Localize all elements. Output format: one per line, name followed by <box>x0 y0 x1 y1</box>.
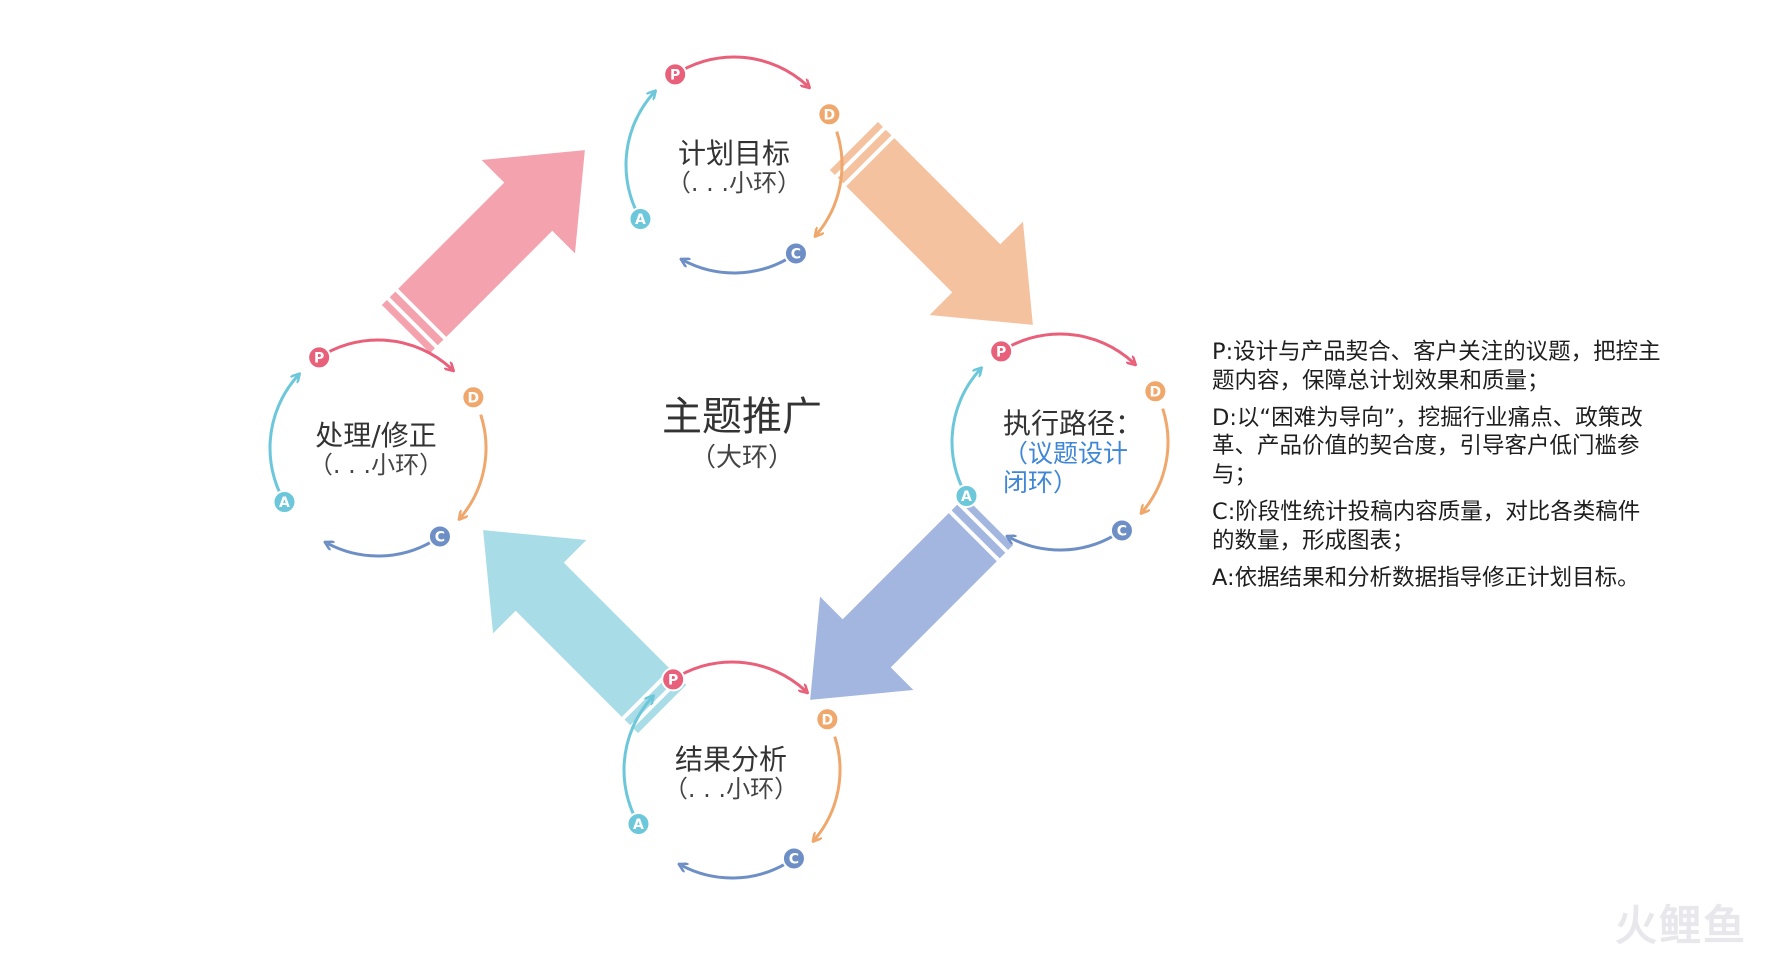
cycle-do-badge-d: D <box>1143 379 1168 404</box>
svg-text:C: C <box>435 529 445 545</box>
cycle-check-arc-c <box>681 862 787 880</box>
legend: P:设计与产品契合、客户关注的议题，把控主题内容，保障总计划效果和质量； D:以… <box>1212 338 1662 600</box>
cycle-plan-arc-c <box>683 257 789 275</box>
node-act-title: 处理/修正 <box>315 419 437 452</box>
cycle-do-arc-a <box>950 370 980 505</box>
cycle-do-badge-a: A <box>954 484 979 508</box>
cycle-check-badge-c: C <box>781 846 806 871</box>
arrow-to-check <box>810 496 1014 700</box>
node-plan-title: 计划目标 <box>677 137 790 170</box>
svg-text:D: D <box>824 107 836 123</box>
svg-text:C: C <box>789 851 799 867</box>
node-do-label: 执行路径： （议题设计 闭环） <box>1003 407 1153 498</box>
cycle-check-badge-p: P <box>661 667 686 692</box>
svg-text:A: A <box>635 212 646 228</box>
cycle-act-arc-c <box>327 540 433 558</box>
legend-item-a: A:依据结果和分析数据指导修正计划目标。 <box>1212 564 1640 591</box>
node-act-label: 处理/修正 （. . .小环） <box>266 419 486 480</box>
node-plan-sub: （. . .小环） <box>666 169 802 198</box>
svg-text:A: A <box>279 495 290 511</box>
svg-text:D: D <box>822 712 834 728</box>
cycle-check: P D C A <box>622 660 842 880</box>
node-plan-label: 计划目标 （. . .小环） <box>624 137 844 198</box>
svg-text:D: D <box>1150 384 1162 400</box>
cycle-act: P D C A <box>268 338 488 558</box>
node-check-sub: （. . .小环） <box>663 775 799 804</box>
node-do-sub-line1: （议题设计 <box>1003 439 1129 469</box>
arrow-to-act <box>483 530 687 734</box>
legend-item-p: P:设计与产品契合、客户关注的议题，把控主题内容，保障总计划效果和质量； <box>1212 339 1661 394</box>
svg-text:A: A <box>961 489 972 505</box>
cycle-act-arc-p <box>315 338 452 369</box>
cycle-plan-badge-p: P <box>663 62 688 87</box>
svg-text:A: A <box>633 817 644 833</box>
cycle-plan-badge-c: C <box>783 241 808 266</box>
cycle-plan-badge-a: A <box>628 207 653 231</box>
arrow-to-do <box>829 121 1033 325</box>
cycle-act-badge-a: A <box>272 490 297 514</box>
svg-text:D: D <box>468 390 480 406</box>
cycle-do-badge-p: P <box>989 339 1014 364</box>
cycle-check-arc-p <box>669 660 806 691</box>
cycle-do: P D C A <box>950 332 1170 552</box>
cycle-check-arc-d <box>815 736 842 840</box>
cycle-act-badge-c: C <box>427 524 452 549</box>
svg-text:P: P <box>670 67 680 83</box>
arrow-to-plan <box>381 150 585 354</box>
cycle-do-arc-c <box>1009 534 1115 552</box>
svg-text:C: C <box>1117 523 1127 539</box>
svg-text:C: C <box>791 246 801 262</box>
cycle-plan-arc-d <box>817 131 844 235</box>
center-sub: （大环） <box>689 443 794 473</box>
node-do-sub-line2: 闭环） <box>1003 467 1079 497</box>
cycle-plan-arc-p <box>671 55 808 86</box>
legend-item-c: C:阶段性统计投稿内容质量，对比各类稿件的数量，形成图表； <box>1212 498 1641 554</box>
svg-text:P: P <box>668 672 678 688</box>
cycle-do-badge-c: C <box>1109 518 1134 543</box>
node-act-sub: （. . .小环） <box>308 451 444 480</box>
cycle-act-badge-d: D <box>461 385 486 410</box>
node-check-title: 结果分析 <box>674 743 787 776</box>
cycle-act-badge-p: P <box>307 345 332 370</box>
cycle-check-badge-d: D <box>815 707 840 732</box>
cycle-plan-badge-d: D <box>817 102 842 127</box>
center-label: 主题推广 （大环） <box>622 394 862 474</box>
svg-text:P: P <box>314 350 324 366</box>
cycle-plan: P D C A <box>624 55 844 275</box>
node-do-title: 执行路径： <box>1003 407 1144 440</box>
cycle-do-arc-d <box>1143 408 1170 512</box>
center-title: 主题推广 <box>662 394 822 440</box>
brand-watermark: 火鲤鱼 <box>1615 901 1748 950</box>
cycle-check-badge-a: A <box>626 812 651 836</box>
cycle-act-arc-d <box>461 414 488 518</box>
svg-text:P: P <box>996 344 1006 360</box>
legend-item-d: D:以“困难为导向”，挖掘行业痛点、政策改革、产品价值的契合度，引导客户低门槛参… <box>1212 404 1643 489</box>
node-check-label: 结果分析 （. . .小环） <box>621 743 841 804</box>
cycle-do-arc-p <box>997 332 1134 363</box>
